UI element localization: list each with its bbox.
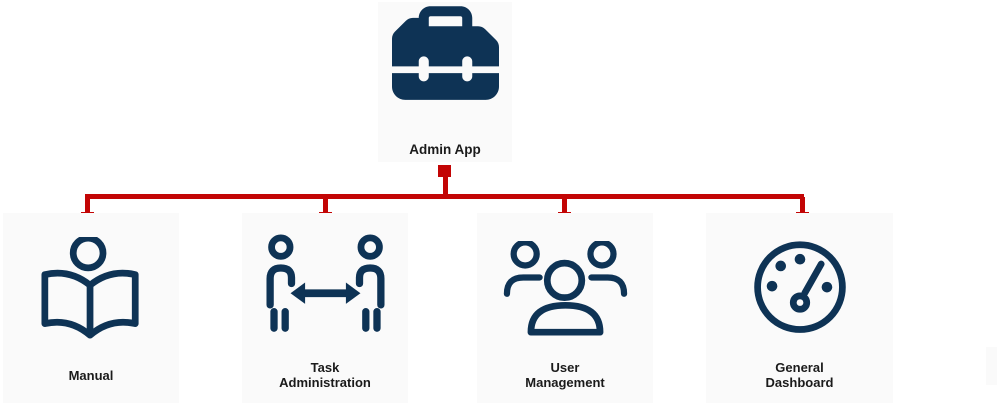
connector-drop-general-dashboard: [800, 197, 805, 213]
node-label-box: Manual: [3, 359, 179, 391]
people-exchange-icon: [265, 234, 385, 332]
node-general-dashboard-label-line: General: [775, 360, 824, 375]
gauge-icon: [753, 241, 846, 333]
connector-drop-user-management: [562, 197, 567, 213]
node-label-box: Admin App: [378, 134, 512, 164]
reading-book-icon: [41, 237, 139, 339]
node-task-administration-label-line: Administration: [279, 375, 371, 390]
node-user-management-label-line: User: [550, 360, 580, 375]
connector-drop-manual: [85, 197, 90, 213]
node-general-dashboard: General Dashboard: [706, 213, 893, 403]
node-manual-label-line: Manual: [68, 367, 114, 383]
toolbox-icon: [391, 6, 499, 100]
node-task-administration-label-line: Task: [310, 360, 340, 375]
right-edge-artifact: [986, 347, 997, 385]
connector-root-square: [438, 165, 451, 177]
node-user-management-label-line: Management: [525, 375, 605, 390]
node-task-administration: Task Administration: [242, 213, 408, 403]
connector-drop-task-administration: [323, 197, 328, 213]
node-general-dashboard-label-line: Dashboard: [765, 375, 834, 390]
node-admin-app: Admin App: [378, 2, 512, 162]
connector-horizontal-bar: [85, 194, 804, 199]
node-admin-app-label: Admin App: [409, 141, 481, 157]
node-user-management: User Management: [477, 213, 653, 403]
node-manual: Manual: [3, 213, 179, 403]
node-label-box: General Dashboard: [706, 359, 893, 391]
user-group-icon: [503, 241, 627, 336]
node-label-box: Task Administration: [242, 359, 408, 391]
node-label-box: User Management: [477, 359, 653, 391]
connector-root-stem: [443, 176, 448, 195]
